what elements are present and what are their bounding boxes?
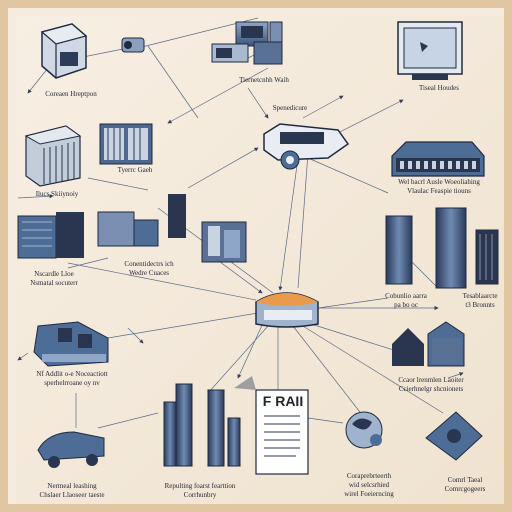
label-right-bottom-1: Ccaor lrenmlen Laoiter — [398, 376, 464, 384]
connector — [187, 147, 259, 189]
connector — [237, 322, 264, 379]
label-bottom-center-right-2: wid selcsrhied — [348, 481, 390, 489]
label-left-lower-1: Nscardle Lloe — [34, 270, 74, 278]
factory-node — [33, 321, 109, 367]
diagram-graphics — [16, 16, 504, 504]
label-bottom-left-corner-1: Nermeal leashing — [47, 482, 97, 490]
camera-device-node — [121, 37, 145, 53]
connector — [317, 297, 389, 309]
connector — [307, 157, 389, 194]
label-center-upper: Spenedicure — [272, 104, 308, 112]
connection-lines — [17, 17, 464, 429]
label-bottom-center-right-3: wirel Foeierncing — [344, 490, 394, 498]
connector — [107, 312, 259, 339]
connector — [307, 322, 404, 354]
cube-server-node — [40, 23, 88, 79]
label-right-bottom-2: Ccierhnelgr shcnionets — [398, 385, 464, 393]
connector — [297, 152, 309, 289]
vehicle-node — [37, 431, 105, 468]
connector — [167, 67, 269, 124]
switch-rack-node — [391, 141, 485, 177]
label-left-mid: Tyerrc Gaeh — [117, 166, 153, 174]
connector — [302, 95, 344, 119]
connector — [97, 412, 159, 429]
network-globe-node — [345, 411, 383, 449]
connector — [247, 87, 269, 119]
connector — [67, 262, 257, 301]
label-right-mid-2: Vlaulac Feaspie tiouns — [407, 187, 471, 195]
label-left-lower-2: Nsmatal socuterr — [30, 279, 78, 287]
server-rack-node — [24, 125, 82, 187]
connector — [307, 417, 344, 424]
printer-devices-node — [211, 21, 283, 65]
connector — [407, 257, 439, 289]
central-hub-node — [255, 292, 319, 328]
connector — [297, 322, 444, 414]
label-top-left: Coreaen Hreptpon — [45, 90, 97, 98]
connector — [278, 157, 299, 291]
skyscraper-towers-node — [163, 383, 241, 467]
connector — [87, 177, 149, 191]
connector — [27, 67, 49, 94]
connector — [207, 325, 269, 394]
connector — [147, 45, 199, 119]
document-title: F RAII — [262, 393, 304, 409]
router-device-node — [263, 123, 350, 170]
campus-buildings-node — [97, 194, 247, 263]
connector — [447, 372, 464, 379]
label-bottom-right-1: Comrl Taeal — [447, 476, 483, 484]
label-bottom-left-2: sperhelrroane oy nv — [44, 379, 100, 387]
label-right-lower-a1: Cobunlio aarra — [385, 292, 427, 300]
connector — [67, 257, 109, 269]
connector — [127, 327, 144, 344]
label-bottom-right-2: Comrcgogeers — [444, 485, 486, 493]
monitor-node — [397, 21, 463, 80]
connector — [327, 99, 404, 139]
document-node — [234, 376, 309, 475]
label-center-bottom-2: Corrhunbry — [183, 491, 217, 499]
label-right-lower-b2: t3 Bronnts — [465, 301, 495, 309]
label-right-lower-a2: pa bo oc — [394, 301, 418, 309]
label-right-mid-1: Wel bacrl Ausle Woeoliahing — [398, 178, 480, 186]
label-left-small: Ilucs Skiiynoiy — [35, 190, 79, 198]
label-bottom-left-corner-2: Chslaer Llaoseer taeste — [39, 491, 105, 499]
connector — [17, 352, 29, 361]
tower-servers-node — [385, 207, 499, 289]
label-bottom-center-right-1: Coraprebrteerth — [346, 472, 392, 480]
office-buildings-node — [392, 321, 465, 367]
label-top-center: Tiernetcnhh Waih — [239, 76, 289, 84]
label-bottom-left-1: Nf Addlit o-e Noceactiott — [36, 370, 108, 378]
connector — [17, 194, 54, 199]
datacenter-building-node — [17, 212, 84, 259]
label-center-bottom-1: Repulting foarst fearttion — [164, 482, 236, 490]
drone-device-node — [425, 411, 483, 461]
connector — [292, 325, 364, 417]
label-center-left-2: Wedre Cuaces — [128, 269, 170, 277]
server-cabinet-node — [99, 123, 153, 165]
label-center-left-1: Conentidectrs ich — [124, 260, 174, 268]
label-right-lower-b1: Tesablaarcte — [462, 292, 498, 300]
label-top-right: Tiseal Houdes — [419, 84, 459, 92]
